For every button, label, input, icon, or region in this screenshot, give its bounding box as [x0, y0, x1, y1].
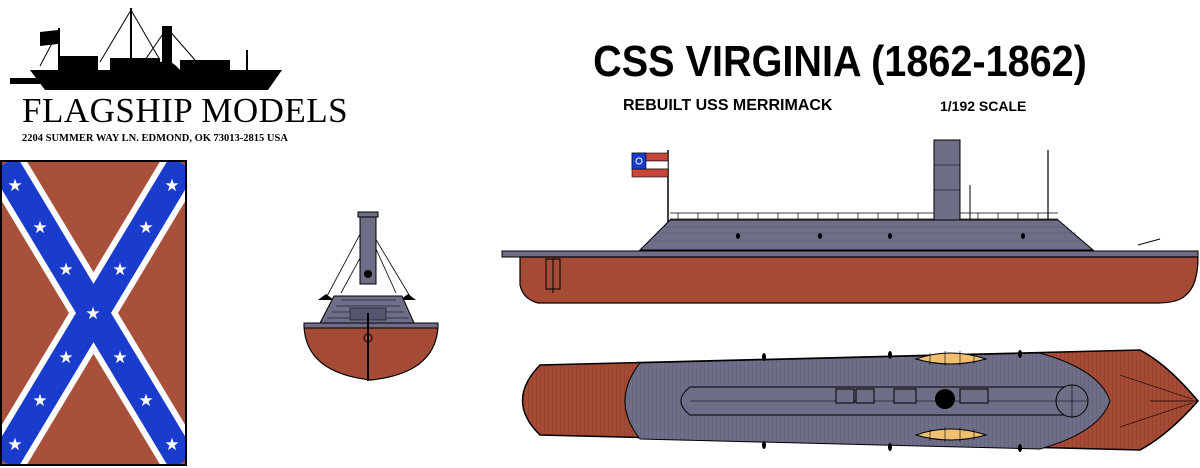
confederate-battle-flag: ★ ★ ★ ★ ★ ★ ★ ★ ★ ★ ★ ★ ★	[0, 160, 187, 466]
ship-boat-upper	[914, 351, 988, 366]
svg-text:★: ★	[138, 218, 153, 238]
logo-company-name: FLAGSHIP MODELS	[22, 91, 349, 130]
svg-text:★: ★	[7, 435, 22, 455]
svg-text:★: ★	[112, 260, 127, 280]
svg-text:★: ★	[85, 304, 100, 324]
svg-text:★: ★	[164, 435, 179, 455]
svg-text:★: ★	[32, 218, 47, 238]
logo-address: 2204 SUMMER WAY LN. EDMOND, OK 73013-281…	[22, 133, 288, 144]
svg-text:★: ★	[138, 391, 153, 411]
svg-text:★: ★	[7, 176, 22, 196]
ship-top-view	[521, 349, 1199, 452]
svg-text:★: ★	[164, 176, 179, 196]
logo-ship-silhouette	[10, 8, 282, 90]
page-title: CSS VIRGINIA (1862-1862)	[593, 37, 1087, 86]
scale-label: 1/192 SCALE	[940, 98, 1027, 114]
svg-text:★: ★	[32, 391, 47, 411]
svg-text:★: ★	[58, 260, 73, 280]
ship-front-view	[303, 211, 439, 381]
confederate-national-flag	[631, 152, 669, 178]
ship-subtitle: REBUILT USS MERRIMACK	[623, 97, 833, 114]
svg-text:★: ★	[112, 348, 127, 368]
ship-boat-lower	[914, 427, 988, 442]
ship-side-view	[501, 139, 1199, 304]
svg-text:★: ★	[58, 348, 73, 368]
